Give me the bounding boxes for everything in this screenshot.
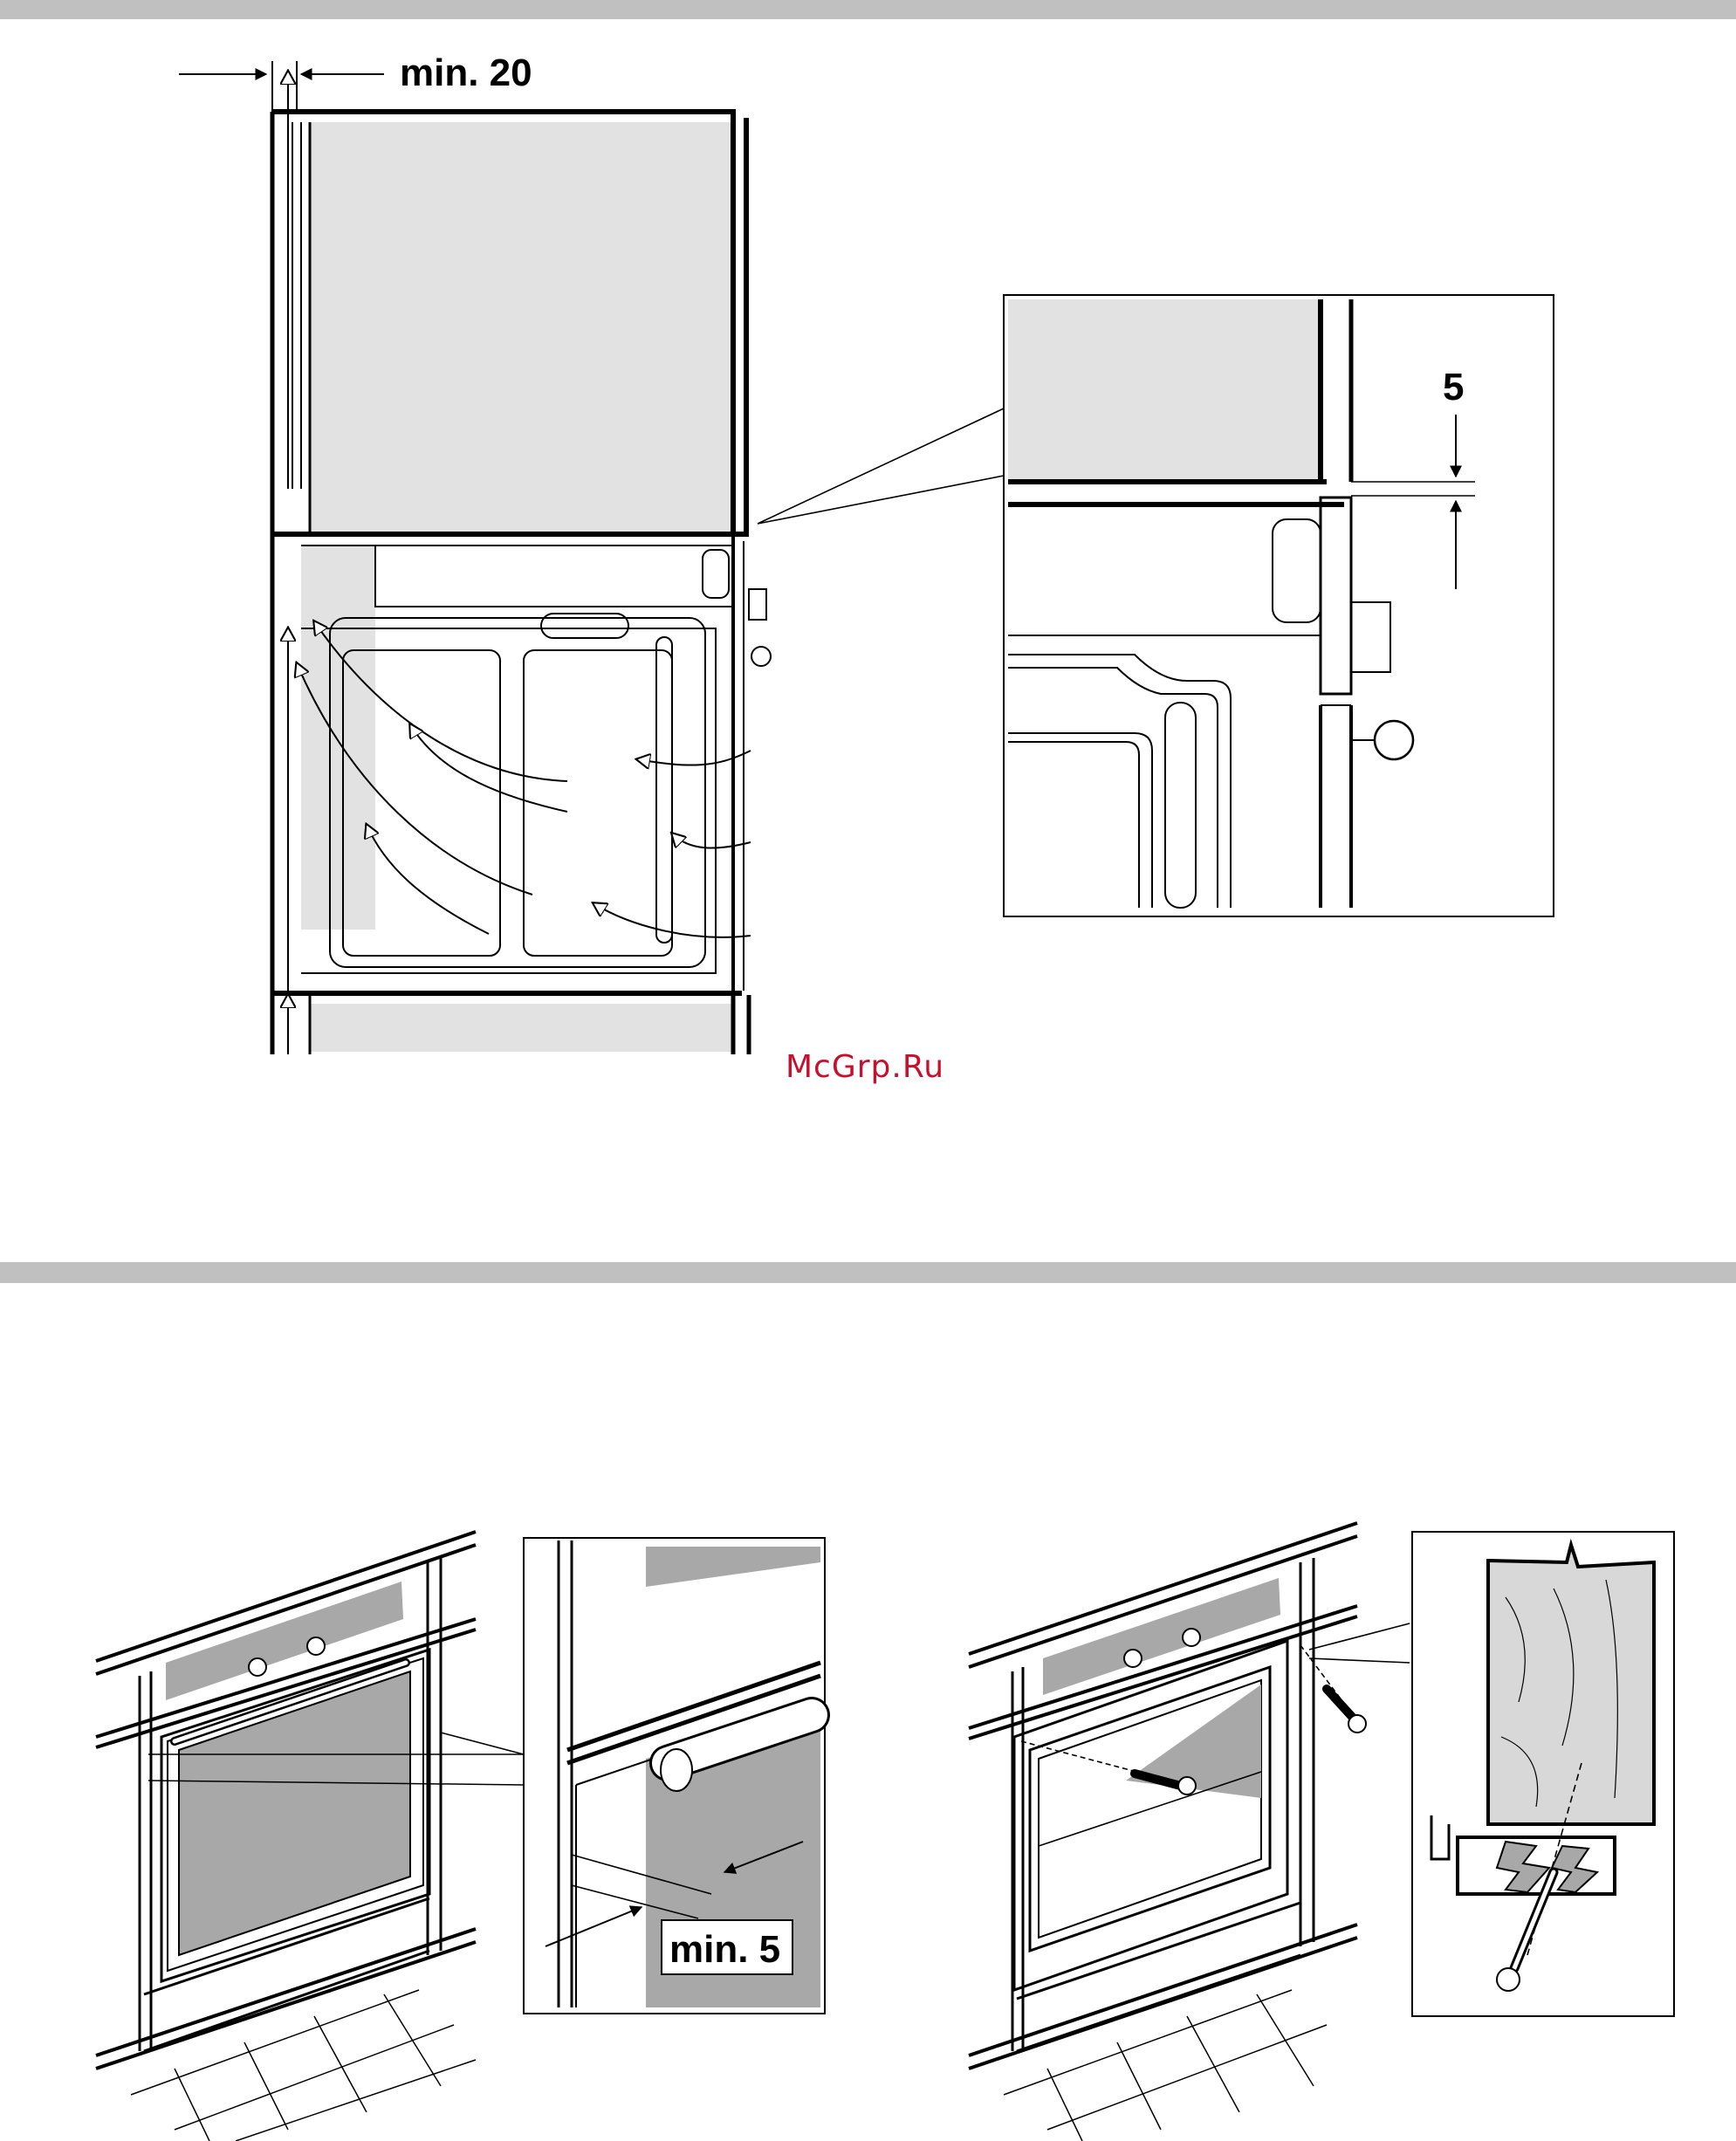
screw-detail-inset [1412, 1532, 1674, 2016]
upper-cabinet-panel [310, 122, 733, 532]
top-gap-label: min. 20 [400, 51, 532, 94]
gap-detail-inset [1004, 295, 1554, 916]
oven-screwing-figure-right [969, 1523, 1410, 2141]
bottom-gap-label: min. 5 [669, 1928, 780, 1971]
cabinet-section-figure [179, 61, 1004, 1054]
watermark: McGrp.Ru [786, 1049, 944, 1085]
oven-installed-figure-left [96, 1532, 524, 2141]
detail-gap-label: 5 [1443, 366, 1464, 408]
